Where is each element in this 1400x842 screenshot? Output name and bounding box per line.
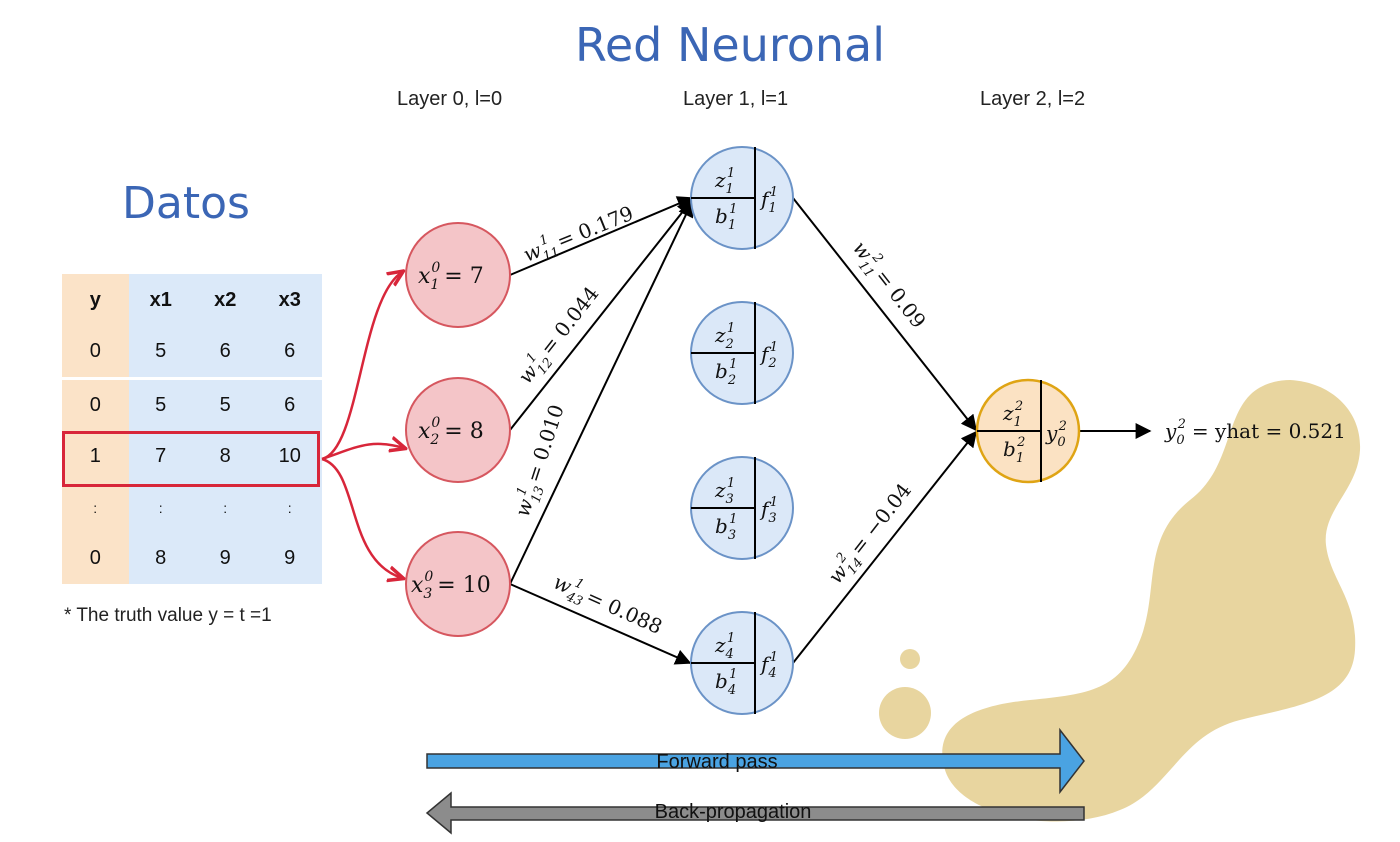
edge-h1-out (792, 197, 977, 432)
table-header-cell: x2 (192, 274, 258, 326)
table-cell: 8 (128, 533, 193, 584)
weight-label-w11-1: w111= 0.179 (519, 199, 638, 271)
table-cell: 0 (62, 533, 129, 584)
edge-h4-out (792, 430, 977, 664)
hidden-node-z-label: z11 (714, 166, 735, 197)
svg-text:x10= 7: x10= 7 (418, 260, 484, 293)
table-cell: 9 (257, 533, 322, 584)
table-cell: 7 (128, 431, 193, 482)
edge-x3-h1 (509, 200, 694, 585)
hidden-node-f-label: f31 (759, 495, 778, 526)
input-node-3: x30= 10 (405, 531, 511, 637)
table-row: 0 5 6 6 (62, 326, 322, 379)
edge-x1-h1 (509, 196, 694, 276)
table-row: : : : : (62, 482, 322, 533)
layer-0-label: Layer 0, l=0 (397, 88, 503, 110)
input-arrows (321, 272, 404, 578)
hidden-node-1: z11 b11 f11 (690, 146, 794, 250)
table-header-cell: x3 (257, 274, 322, 326)
table-cell: : (257, 482, 322, 533)
weight-label-w11-2: w112= 0.09 (844, 235, 932, 336)
hidden-node-b-label: b11 (715, 202, 737, 233)
edge-x3-h4 (509, 583, 692, 665)
svg-text:y02: y02 (1045, 419, 1067, 450)
table-cell: : (192, 482, 258, 533)
hidden-node-b-label: b31 (715, 512, 737, 543)
weight-label-w12-1: w121= 0.044 (511, 280, 607, 391)
red-arrow-x3 (321, 457, 402, 578)
forward-pass-label: Forward pass (656, 751, 777, 773)
table-cell: 6 (192, 326, 258, 379)
table-cell: 0 (62, 377, 129, 431)
red-arrow-x1 (321, 272, 402, 461)
forward-pass-arrow: Forward pass (426, 727, 1085, 795)
output-node: z12 b12 y02 (975, 378, 1081, 484)
table-row: 0 5 5 6 (62, 377, 322, 431)
back-propagation-label: Back-propagation (655, 801, 812, 823)
hidden-node-f-label: f21 (759, 340, 778, 371)
svg-text:z12: z12 (1002, 399, 1023, 430)
table-cell: 5 (128, 377, 193, 431)
hidden-node-f-label: f11 (759, 185, 778, 216)
input-node-1: x10= 7 (405, 222, 511, 328)
layer-2-label: Layer 2, l=2 (980, 88, 1086, 110)
table-cell: : (128, 482, 193, 533)
truth-note: * The truth value y = t =1 (64, 605, 272, 626)
table-cell: 5 (128, 326, 193, 379)
table-cell: 9 (192, 533, 258, 584)
table-cell: 5 (192, 377, 258, 431)
hidden-node-z-label: z31 (714, 476, 735, 507)
input-node-2: x20= 8 (405, 377, 511, 483)
hidden-node-3: z31 b31 f31 (690, 456, 794, 560)
hidden-node-z-label: z21 (714, 321, 735, 352)
table-cell: 6 (257, 326, 322, 379)
page-title: Red Neuronal (574, 18, 886, 72)
decorative-blob (879, 380, 1361, 822)
weight-label-w14-2: w142= −0.04 (821, 477, 920, 591)
data-table: y x1 x2 x3 0 5 6 6 0 5 5 6 1 7 8 10 : : … (62, 274, 322, 584)
table-header-cell: y (62, 274, 129, 326)
table-row: 0 8 9 9 (62, 533, 322, 584)
red-arrow-x2 (321, 444, 404, 461)
hidden-node-2: z21 b21 f21 (690, 301, 794, 405)
weight-label-w43-1: w431= 0.088 (548, 568, 667, 644)
hidden-node-4: z41 b41 f41 (690, 611, 794, 715)
highlighted-row-box (62, 431, 320, 487)
table-cell: 0 (62, 326, 129, 379)
table-header-cell: x1 (128, 274, 193, 326)
data-title: Datos (122, 178, 250, 229)
hidden-node-f-label: f41 (759, 650, 778, 681)
table-cell: 6 (257, 377, 322, 431)
table-cell: 8 (192, 431, 258, 482)
table-cell: : (62, 482, 129, 533)
table-header-row: y x1 x2 x3 (62, 274, 322, 326)
connections (509, 196, 1152, 665)
hidden-layer: z11 b11 f11 z21 b21 f21 z31 b31 f31 z41 b41 f41 (690, 146, 794, 715)
table-cell: 1 (62, 431, 129, 482)
table-cell: 10 (257, 431, 322, 482)
layer-1-label: Layer 1, l=1 (683, 88, 789, 110)
table-row: 1 7 8 10 (62, 431, 322, 482)
hidden-node-b-label: b41 (715, 667, 737, 698)
svg-text:b12: b12 (1003, 435, 1025, 466)
hidden-node-z-label: z41 (714, 631, 735, 662)
edge-x2-h1 (509, 198, 693, 431)
svg-text:x20= 8: x20= 8 (418, 415, 484, 448)
output-label: y02= yhat = 0.521 (1164, 417, 1346, 448)
hidden-node-b-label: b21 (715, 357, 737, 388)
back-propagation-arrow: Back-propagation (425, 791, 1085, 835)
svg-text:x30= 10: x30= 10 (411, 569, 491, 602)
